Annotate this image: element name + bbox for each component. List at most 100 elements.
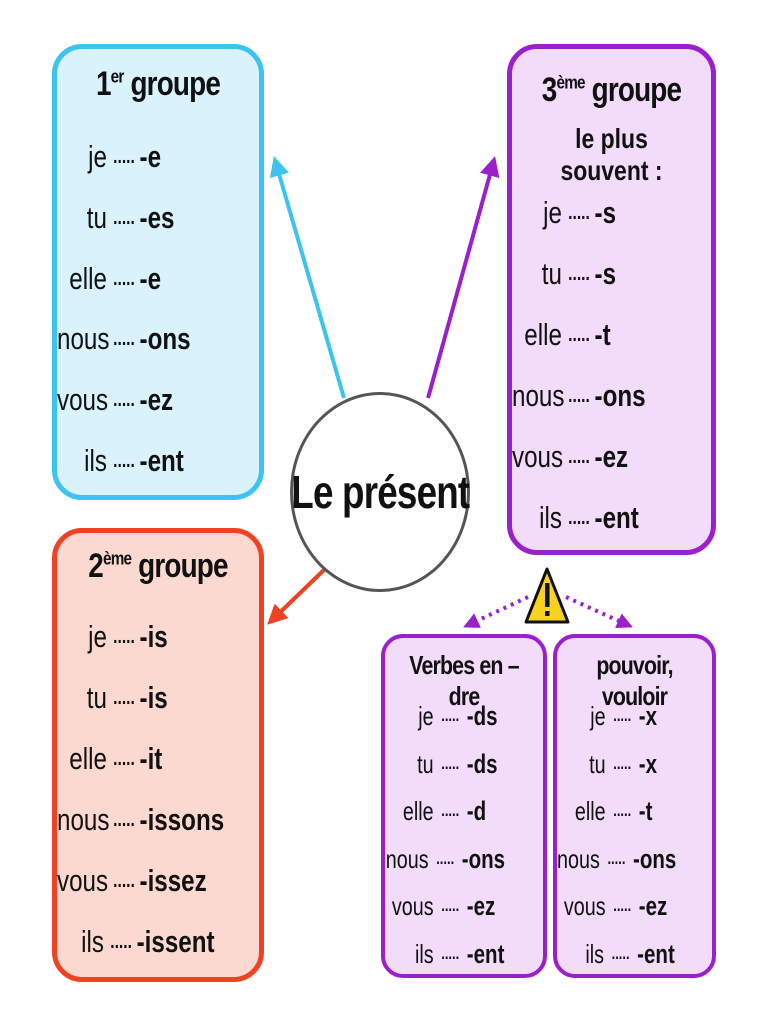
dots: ..... bbox=[568, 384, 590, 407]
ending: -issent bbox=[136, 924, 215, 959]
list-item: nous ..... -ons bbox=[557, 841, 677, 877]
list-item: ils ..... -ent bbox=[557, 936, 675, 972]
dots: ..... bbox=[568, 506, 590, 529]
dots: ..... bbox=[113, 327, 135, 350]
dots: ..... bbox=[113, 145, 135, 168]
pronoun: elle bbox=[524, 317, 562, 352]
ending: -e bbox=[139, 261, 162, 296]
ending: -d bbox=[466, 795, 487, 826]
ending: -ez bbox=[594, 439, 629, 474]
ending: -s bbox=[594, 195, 617, 230]
dots: ..... bbox=[113, 267, 135, 290]
ending: -x bbox=[638, 748, 658, 779]
list-item: je ..... -x bbox=[557, 698, 675, 734]
ending: -it bbox=[139, 741, 163, 776]
list-item: je ..... -ds bbox=[385, 698, 505, 734]
list-item: je ..... -e bbox=[57, 137, 215, 177]
pronoun: ils bbox=[414, 938, 434, 969]
ending: -es bbox=[139, 200, 175, 235]
pronoun: nous bbox=[512, 378, 565, 413]
ending: -ons bbox=[139, 321, 191, 356]
dots: ..... bbox=[613, 754, 632, 773]
dots: ..... bbox=[113, 388, 135, 411]
list-item: elle ..... -t bbox=[512, 315, 667, 355]
list-item: nous ..... -ons bbox=[385, 841, 505, 877]
pronoun: je bbox=[88, 619, 107, 654]
dots: ..... bbox=[436, 849, 455, 868]
pronoun: nous bbox=[57, 321, 110, 356]
pronoun: je bbox=[418, 700, 434, 731]
ending: -s bbox=[594, 256, 617, 291]
pronoun: tu bbox=[417, 748, 434, 779]
group1-box: 1er groupe je ..... -e tu ..... -es elle… bbox=[52, 44, 264, 500]
group3-title: 3ème groupe bbox=[541, 71, 682, 109]
dots: ..... bbox=[568, 262, 590, 285]
ending: -ent bbox=[139, 443, 184, 478]
pouvoir-vouloir-title: pouvoir, vouloir bbox=[596, 650, 673, 711]
ending: -t bbox=[594, 317, 611, 352]
pronoun: vous bbox=[57, 382, 109, 417]
list-item: tu ..... -x bbox=[557, 746, 675, 782]
ending: -is bbox=[139, 619, 168, 654]
pronoun: vous bbox=[563, 890, 606, 921]
pronoun: je bbox=[88, 139, 107, 174]
ending: -ons bbox=[461, 843, 506, 874]
dre-verbs-box: Verbes en –dre je ..... -ds tu ..... -ds… bbox=[381, 634, 547, 978]
list-item: elle ..... -t bbox=[557, 793, 675, 829]
dots: ..... bbox=[613, 896, 632, 915]
dots: ..... bbox=[568, 445, 590, 468]
list-item: elle ..... -d bbox=[385, 793, 505, 829]
pronoun: nous bbox=[557, 843, 600, 874]
list-item: nous ..... -ons bbox=[512, 376, 667, 416]
list-item: ils ..... -ent bbox=[57, 441, 215, 481]
list-item: nous ..... -issons bbox=[57, 800, 224, 840]
pronoun: nous bbox=[57, 802, 110, 837]
list-item: vous ..... -ez bbox=[512, 437, 667, 477]
dots: ..... bbox=[613, 706, 632, 725]
pronoun: elle bbox=[574, 795, 606, 826]
dots: ..... bbox=[441, 706, 460, 725]
group2-box: 2ème groupe je ..... -is tu ..... -is el… bbox=[52, 528, 264, 982]
group2-title: 2ème groupe bbox=[88, 547, 228, 585]
dots: ..... bbox=[113, 625, 135, 648]
center-node: Le présent bbox=[290, 392, 470, 592]
dots: ..... bbox=[607, 849, 626, 868]
ending: -issons bbox=[139, 802, 225, 837]
pronoun: tu bbox=[541, 256, 562, 291]
pronoun: ils bbox=[539, 500, 562, 535]
ending: -ons bbox=[594, 378, 646, 413]
dots: ..... bbox=[441, 801, 460, 820]
list-item: vous ..... -ez bbox=[557, 888, 675, 924]
list-item: ils ..... -issent bbox=[57, 922, 215, 962]
ending: -ds bbox=[466, 748, 498, 779]
pouvoir-vouloir-box: pouvoir, vouloir je ..... -x tu ..... -x… bbox=[553, 634, 716, 978]
ending: -ons bbox=[633, 843, 677, 874]
group1-title: 1er groupe bbox=[95, 65, 221, 103]
pronoun: ils bbox=[585, 938, 605, 969]
ending: -ez bbox=[466, 890, 496, 921]
list-item: nous ..... -ons bbox=[57, 319, 215, 359]
center-label: Le présent bbox=[290, 466, 470, 518]
ending: -is bbox=[139, 680, 168, 715]
warning-icon bbox=[524, 567, 570, 624]
list-item: je ..... -s bbox=[512, 193, 667, 233]
dots: ..... bbox=[441, 896, 460, 915]
ending: -ent bbox=[594, 500, 639, 535]
dots: ..... bbox=[113, 747, 135, 770]
ending: -t bbox=[638, 795, 653, 826]
ending: -ez bbox=[139, 382, 174, 417]
group3-subtitle: le plus souvent : bbox=[560, 123, 663, 186]
pronoun: vous bbox=[512, 439, 564, 474]
ending: -ent bbox=[637, 938, 675, 969]
list-item: tu ..... -is bbox=[57, 678, 215, 718]
pronoun: nous bbox=[385, 843, 429, 874]
list-item: je ..... -is bbox=[57, 617, 215, 657]
list-item: vous ..... -ez bbox=[385, 888, 505, 924]
list-item: tu ..... -es bbox=[57, 198, 215, 238]
dots: ..... bbox=[568, 201, 590, 224]
list-item: ils ..... -ent bbox=[385, 936, 505, 972]
list-item: vous ..... -ez bbox=[57, 380, 215, 420]
dre-verbs-title: Verbes en –dre bbox=[409, 650, 519, 711]
dots: ..... bbox=[110, 930, 132, 953]
